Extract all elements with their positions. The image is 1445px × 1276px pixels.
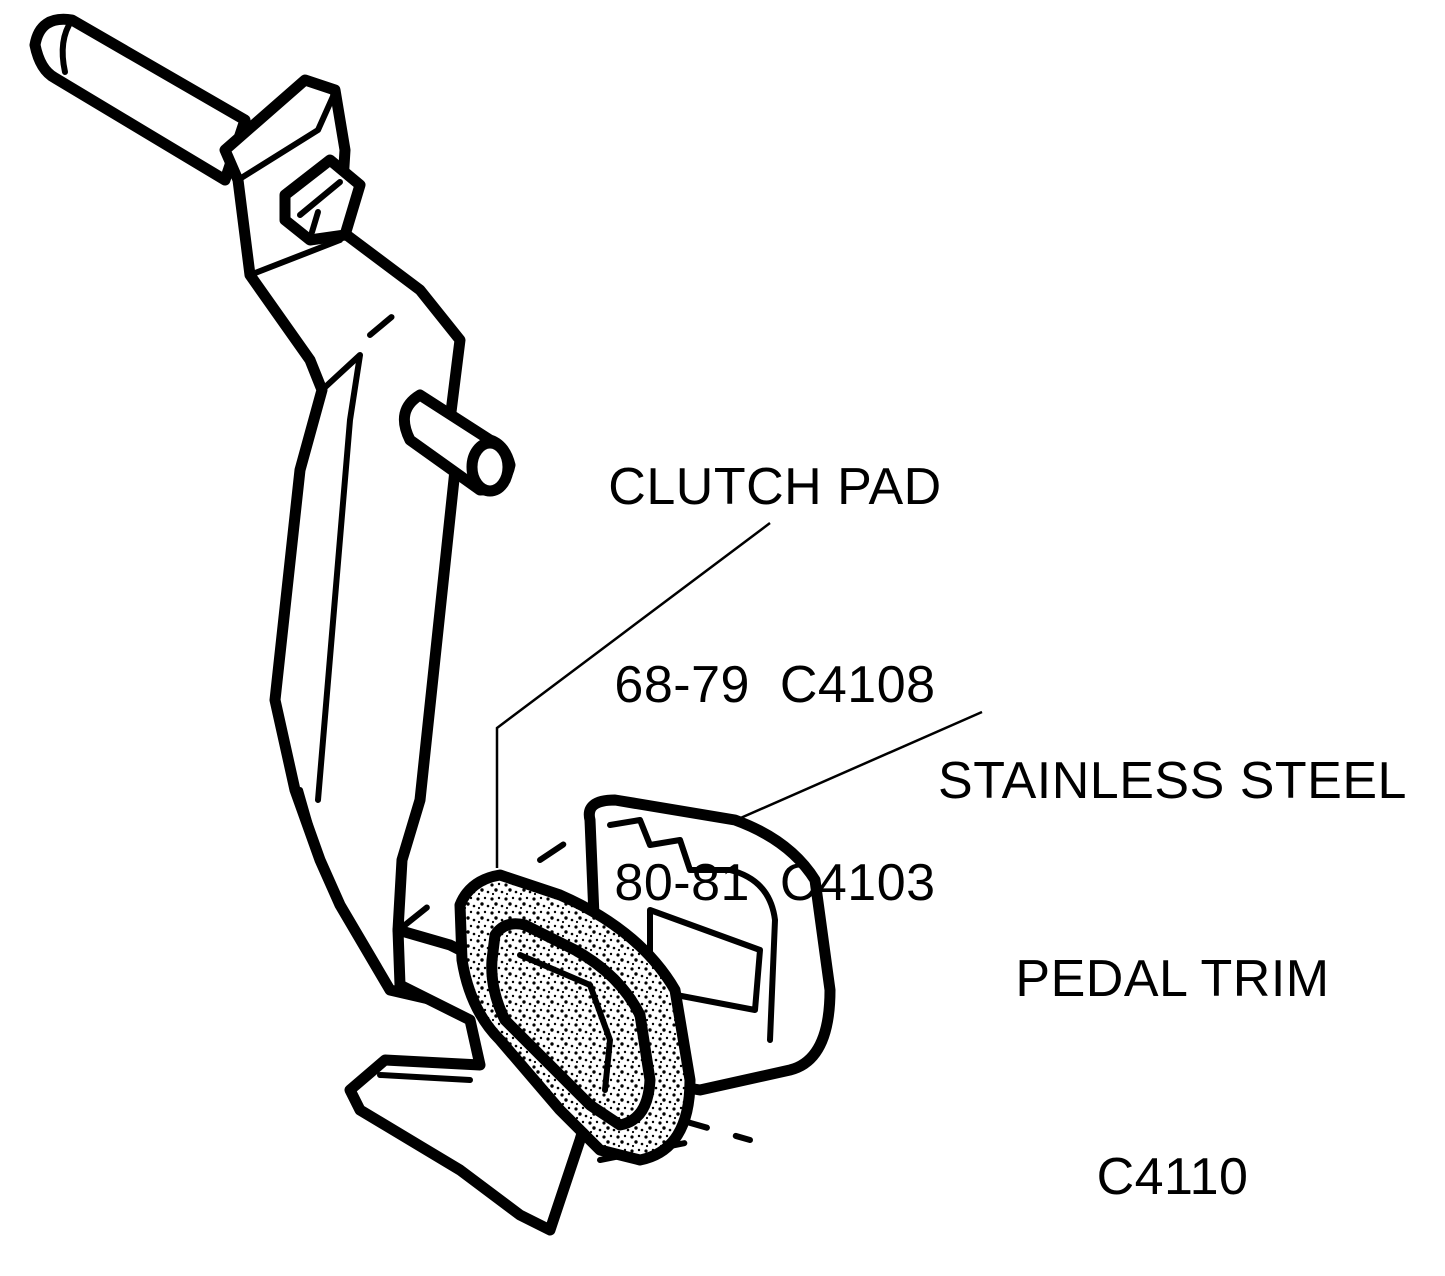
side-pin xyxy=(398,389,516,497)
pedal-trim-line-2: PEDAL TRIM xyxy=(1015,950,1330,1008)
clutch-pad-row-2: 80-81 C4103 xyxy=(560,850,990,916)
pedal-trim-label: STAINLESS STEEL PEDAL TRIM C4110 xyxy=(905,616,1440,1276)
clutch-pedal-drawing xyxy=(29,13,983,1236)
pedal-trim-line-1: STAINLESS STEEL xyxy=(938,752,1407,810)
pedal-trim-leader-line xyxy=(735,710,983,822)
clutch-pad xyxy=(454,869,696,1166)
pivot-shaft xyxy=(29,13,251,186)
adjuster-block xyxy=(279,154,366,246)
clutch-pad-part-number: C4103 xyxy=(779,854,936,912)
clutch-pad-leader-line xyxy=(495,522,771,868)
clutch-pad-years: 80-81 xyxy=(614,854,750,912)
clutch-pad-label: CLUTCH PAD 68-79 C4108 80-81 C4103 xyxy=(560,322,990,982)
clutch-pad-years: 68-79 xyxy=(614,656,750,714)
clutch-pad-part-number: C4108 xyxy=(779,656,936,714)
clutch-pad-row-1: 68-79 C4108 xyxy=(560,652,990,718)
clutch-pad-title: CLUTCH PAD xyxy=(608,458,942,516)
pedal-trim-part-number: C4110 xyxy=(1096,1148,1249,1206)
